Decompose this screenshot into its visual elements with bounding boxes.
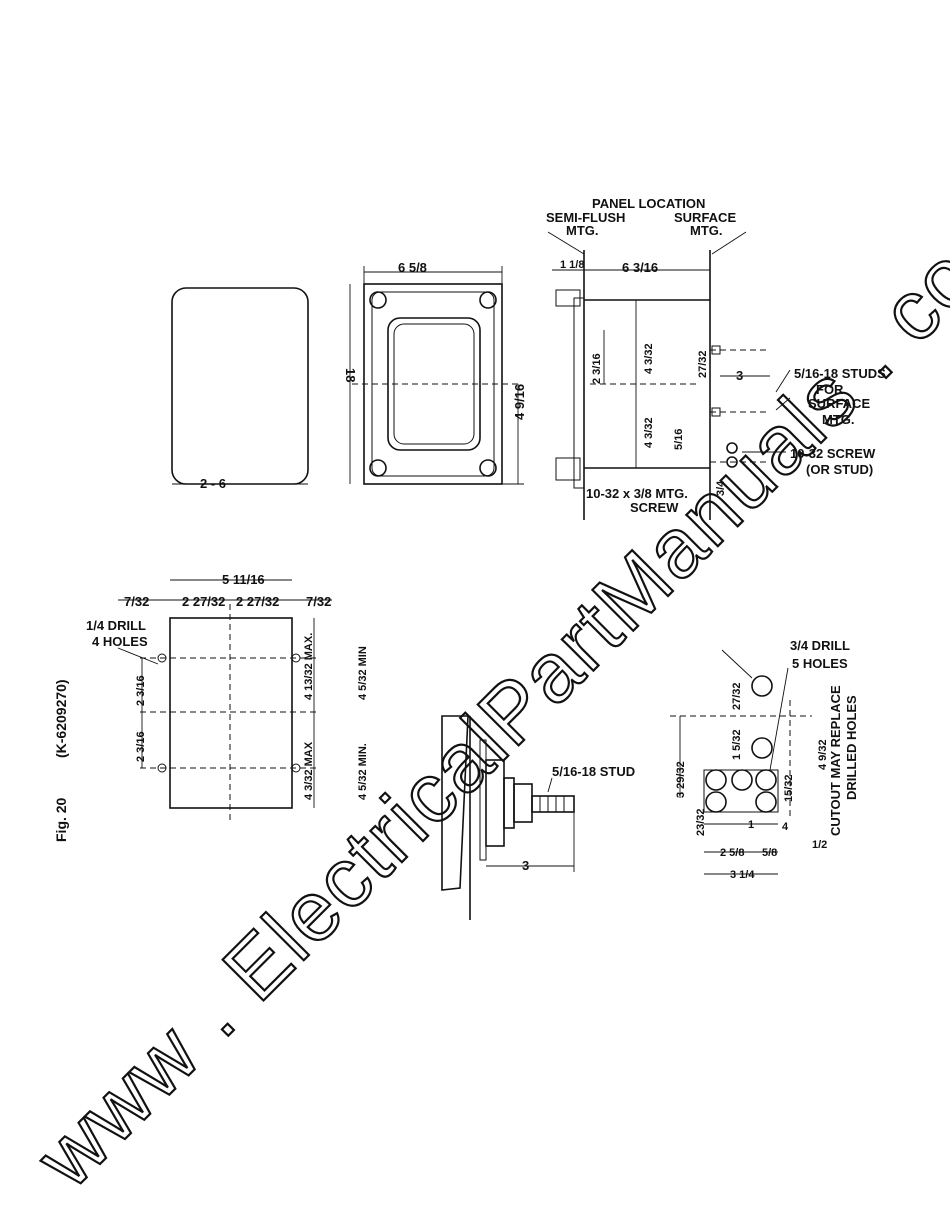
semi-flush-label: SEMI-FLUSH bbox=[546, 210, 625, 225]
cutout-dimension-4-9-32: 4 9/32 bbox=[817, 739, 829, 770]
drilling-drill-label: 1/4 DRILL bbox=[86, 618, 146, 633]
stud-detail: 3 5/16-18 STUD bbox=[441, 715, 635, 920]
drilling-vertical-dimension-2: 2 3/16 bbox=[135, 731, 147, 762]
figure-number: (K-6209270) bbox=[53, 679, 69, 758]
drill-hole-icon bbox=[731, 769, 753, 791]
side-dimension-b: 4 3/32 bbox=[643, 343, 655, 374]
cutout-dimension-5-8: 5/8 bbox=[762, 847, 777, 859]
figure-label: Fig. 20 bbox=[53, 797, 69, 842]
drilling-right-edge-dimension: 7/32 bbox=[306, 594, 331, 609]
semi-flush-mtg-label: MTG. bbox=[566, 223, 599, 238]
cutout-dimension-1-5-32: 1 5/32 bbox=[731, 729, 743, 760]
drilling-min-dimension-2: 4 5/32 MIN. bbox=[357, 743, 369, 800]
drilling-left-edge-dimension: 7/32 bbox=[124, 594, 149, 609]
cutout-drill-label: 3/4 DRILL bbox=[790, 638, 850, 653]
mtg-screw-label-line1: 10-32 x 3/8 MTG. bbox=[586, 486, 688, 501]
side-bottom-dimension: 3/4 bbox=[715, 480, 727, 496]
drill-hole-icon bbox=[755, 791, 777, 813]
flange-height-dimension: 18 bbox=[343, 368, 358, 382]
side-dimension-a: 2 3/16 bbox=[591, 353, 603, 384]
side-view: PANEL LOCATION SEMI-FLUSH MTG. SURFACE M… bbox=[546, 196, 886, 520]
stud-label: (OR STUD) bbox=[806, 462, 873, 477]
cutout-dimension-15-32: 15/32 bbox=[783, 774, 795, 802]
side-dimension-e: 27/32 bbox=[697, 350, 709, 378]
drilling-view: 5 11/16 7/32 2 27/32 2 27/32 7/32 1/4 DR… bbox=[86, 572, 369, 820]
drill-hole-icon bbox=[157, 763, 167, 773]
flange-width-dimension: 6 5/8 bbox=[398, 260, 427, 275]
cutout-dimension-23-32: 23/32 bbox=[695, 808, 707, 836]
mtg-screw-label-line2: SCREW bbox=[630, 500, 679, 515]
drill-hole-icon bbox=[291, 763, 301, 773]
drill-hole-icon bbox=[705, 769, 727, 791]
screw-label: 10-32 SCREW bbox=[790, 446, 876, 461]
mounting-hole-icon bbox=[479, 291, 497, 309]
drilling-left-half-dimension: 2 27/32 bbox=[182, 594, 225, 609]
studs-label-line3: SURFACE bbox=[808, 396, 870, 411]
drilling-right-half-dimension: 2 27/32 bbox=[236, 594, 279, 609]
cutout-dimension-3-29-32: 3 29/32 bbox=[675, 761, 687, 798]
drill-hole-icon bbox=[291, 653, 301, 663]
side-depth-dimension: 6 3/16 bbox=[622, 260, 658, 275]
drill-hole-icon bbox=[157, 653, 167, 663]
cutout-holes-label: 5 HOLES bbox=[792, 656, 848, 671]
drilling-vertical-dimension-1: 2 3/16 bbox=[135, 675, 147, 706]
front-view-outline: 2 - 6 bbox=[171, 287, 309, 491]
cutout-note-line2: DRILLED HOLES bbox=[844, 695, 859, 800]
drill-hole-icon bbox=[705, 791, 727, 813]
mounting-hole-icon bbox=[369, 459, 387, 477]
side-dimension-c: 4 3/32 bbox=[643, 417, 655, 448]
cutout-dimension-1-2: 1/2 bbox=[812, 839, 827, 851]
side-top-small-dimension: 1 1/8 bbox=[560, 259, 584, 271]
side-stud-projection-dimension: 3 bbox=[736, 368, 743, 383]
drilling-max-dimension-1: 4 13/32 MAX. bbox=[303, 633, 315, 700]
front-width-dimension: 2 - 6 bbox=[200, 476, 226, 491]
stud-detail-label: 5/16-18 STUD bbox=[552, 764, 635, 779]
cutout-dimension-small-1: 1 bbox=[748, 819, 754, 831]
cutout-view: 3/4 DRILL 5 HOLES 27/32 1 5/32 3 29/32 4… bbox=[670, 638, 859, 881]
cutout-dimension-27-32: 27/32 bbox=[731, 682, 743, 710]
cutout-dimension-2-5-8: 2 5/8 bbox=[720, 847, 744, 859]
surface-mtg-label: MTG. bbox=[690, 223, 723, 238]
cutout-dimension-small-4: 4 bbox=[782, 821, 789, 833]
drilling-overall-dimension: 5 11/16 bbox=[222, 572, 265, 587]
drilling-holes-label: 4 HOLES bbox=[92, 634, 148, 649]
watermark-text: www . ElectricalPartManuals . com bbox=[18, 177, 950, 1205]
mounting-hole-icon bbox=[479, 459, 497, 477]
screw-icon bbox=[726, 456, 738, 468]
stud-detail-dimension: 3 bbox=[522, 858, 529, 873]
mounting-hole-icon bbox=[369, 291, 387, 309]
drill-hole-icon bbox=[755, 769, 777, 791]
panel-location-title: PANEL LOCATION bbox=[592, 196, 705, 211]
side-dimension-d: 5/16 bbox=[673, 429, 685, 450]
drilling-min-dimension-1: 4 5/32 MIN bbox=[357, 646, 369, 700]
flange-half-height-dimension: 4 9/16 bbox=[512, 384, 527, 420]
cutout-note-line1: CUTOUT MAY REPLACE bbox=[828, 685, 843, 836]
figure-caption: Fig. 20 (K-6209270) bbox=[53, 679, 69, 842]
drilling-max-dimension-2: 4 3/32 MAX bbox=[303, 741, 315, 800]
drill-hole-icon bbox=[751, 737, 773, 759]
drill-hole-icon bbox=[751, 675, 773, 697]
flange-view: 6 5/8 18 4 9/16 bbox=[343, 260, 527, 485]
surface-label: SURFACE bbox=[674, 210, 736, 225]
studs-label-line4: MTG. bbox=[822, 412, 855, 427]
cutout-dimension-3-1-4: 3 1/4 bbox=[730, 869, 755, 881]
studs-label-line1: 5/16-18 STUDS bbox=[794, 366, 886, 381]
studs-label-line2: FOR bbox=[816, 382, 844, 397]
screw-icon bbox=[726, 442, 738, 454]
